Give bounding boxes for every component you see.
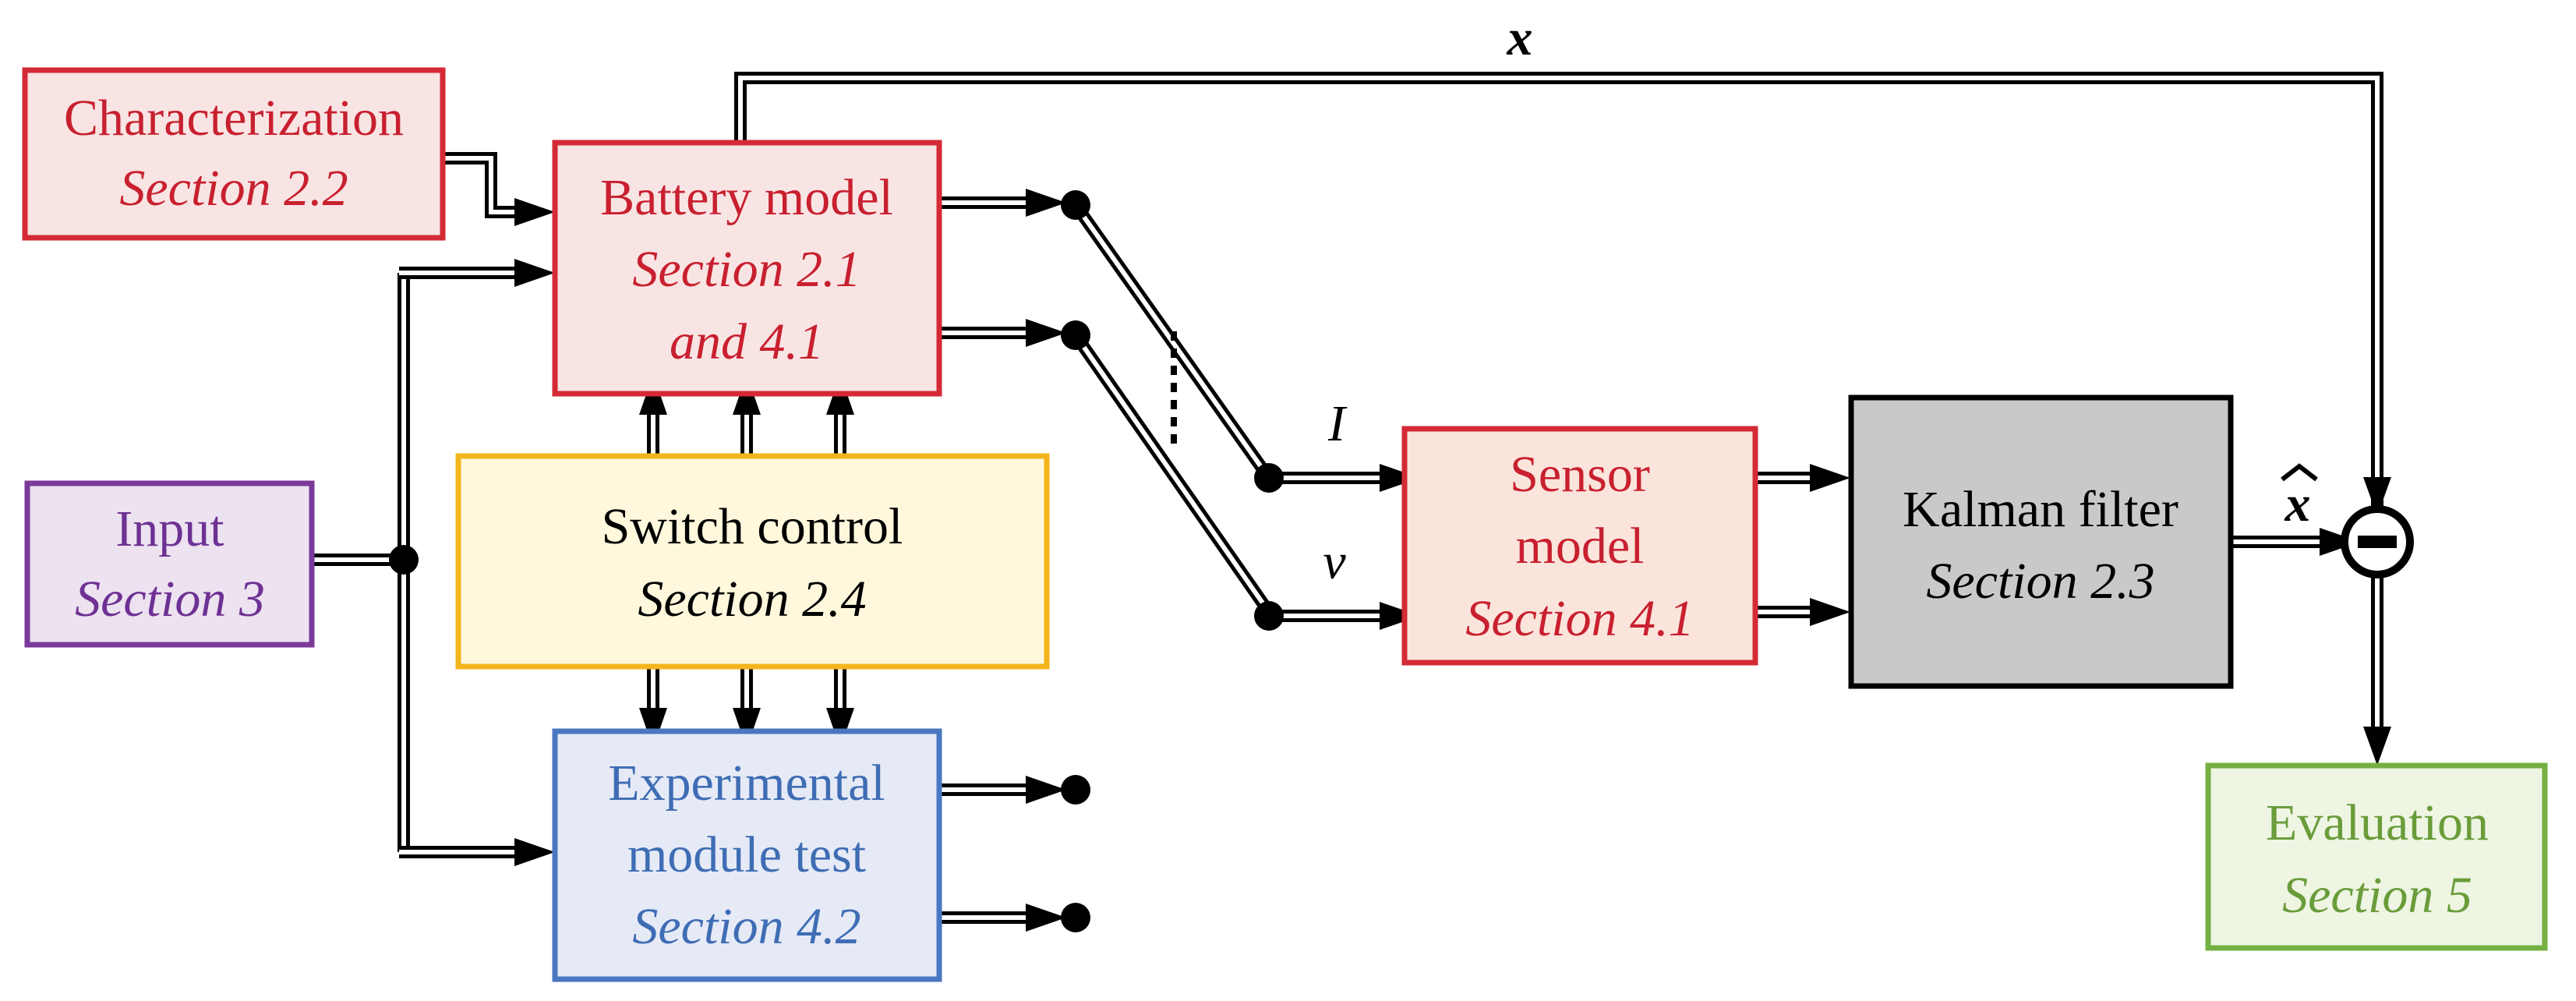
evaluation-block: Evaluation Section 5 bbox=[2205, 762, 2548, 951]
arrowhead bbox=[1810, 598, 1850, 626]
arrowhead bbox=[514, 838, 555, 866]
experimental-title: Experimental bbox=[608, 755, 885, 812]
connectors bbox=[312, 72, 2383, 924]
characterization-title: Characterization bbox=[64, 90, 404, 147]
switch-to-battery-lines bbox=[647, 413, 846, 456]
arrowhead bbox=[1026, 189, 1066, 217]
characterization-block: Characterization Section 2.2 bbox=[22, 67, 446, 241]
x-signal-label: x bbox=[1507, 9, 1533, 66]
input-junction-dot bbox=[389, 545, 419, 575]
arrowhead bbox=[1380, 464, 1420, 492]
characterization-to-battery-line bbox=[443, 152, 516, 218]
switch-contact-dot bbox=[1061, 320, 1090, 350]
arrowhead bbox=[2363, 477, 2391, 516]
input-section: Section 3 bbox=[75, 571, 265, 628]
battery-model-section: Section 2.1 bbox=[632, 241, 860, 298]
arrowhead bbox=[826, 708, 854, 748]
minus-icon bbox=[2358, 536, 2397, 548]
switch-to-experimental-lines bbox=[647, 667, 846, 711]
svg-text:x: x bbox=[2284, 476, 2311, 532]
comparator bbox=[2341, 505, 2414, 578]
kalman-filter-section: Section 2.3 bbox=[1926, 553, 2154, 610]
battery-output-lines bbox=[939, 196, 1027, 339]
experimental-output-lines bbox=[939, 783, 1027, 924]
switch-diagonal-lines bbox=[1070, 201, 1274, 616]
input-title: Input bbox=[115, 500, 224, 557]
experimental-output-dot bbox=[1061, 775, 1090, 805]
hat-icon bbox=[2281, 463, 2318, 482]
arrowhead bbox=[1026, 776, 1066, 804]
switch-contact-dot bbox=[1061, 190, 1090, 220]
sensor-to-kalman-lines bbox=[1755, 472, 1832, 618]
junction-dots bbox=[389, 190, 1284, 932]
experimental-section: Section 4.2 bbox=[632, 898, 860, 955]
arrowhead bbox=[2363, 727, 2391, 766]
characterization-section: Section 2.2 bbox=[119, 160, 348, 217]
kalman-filter-block: Kalman filter Section 2.3 bbox=[1848, 394, 2234, 689]
arrowhead bbox=[1810, 464, 1850, 492]
arrowhead bbox=[514, 198, 555, 226]
switch-control-block: Switch control Section 2.4 bbox=[455, 453, 1050, 670]
current-signal-label: I bbox=[1327, 395, 1348, 452]
switch-contact-dot bbox=[1254, 463, 1284, 493]
switch-control-section: Section 2.4 bbox=[638, 571, 866, 628]
sensor-model-title: Sensor bbox=[1510, 446, 1650, 503]
arrowhead bbox=[1026, 319, 1066, 347]
arrowhead bbox=[639, 708, 667, 748]
experimental-block: Experimental module test Section 4.2 bbox=[552, 728, 942, 982]
battery-model-block: Battery model Section 2.1 and 4.1 bbox=[552, 140, 942, 397]
x-hat-signal-label: x bbox=[2281, 463, 2318, 532]
switch-control-title: Switch control bbox=[602, 498, 903, 555]
input-block: Input Section 3 bbox=[24, 480, 315, 648]
voltage-signal-label: v bbox=[1323, 533, 1346, 590]
arrowhead bbox=[514, 259, 555, 287]
experimental-title-2: module test bbox=[627, 826, 866, 883]
kalman-filter-title: Kalman filter bbox=[1903, 481, 2178, 538]
experimental-output-dot bbox=[1061, 903, 1090, 932]
sensor-model-section: Section 4.1 bbox=[1465, 590, 1694, 647]
switch-contact-dot bbox=[1254, 601, 1284, 631]
battery-model-title: Battery model bbox=[600, 169, 893, 226]
sensor-model-block: Sensor model Section 4.1 bbox=[1401, 426, 1758, 666]
arrowheads bbox=[514, 189, 2391, 932]
arrowhead bbox=[733, 708, 761, 748]
battery-model-section-2: and 4.1 bbox=[670, 313, 824, 370]
arrowhead bbox=[1026, 904, 1066, 932]
arrowhead bbox=[2320, 528, 2360, 556]
x-feedback-line bbox=[734, 72, 2383, 507]
arrowhead bbox=[1380, 602, 1420, 630]
signal-lines-to-sensor bbox=[1269, 472, 1381, 622]
sensor-model-title-2: model bbox=[1516, 518, 1645, 575]
evaluation-section: Section 5 bbox=[2282, 867, 2472, 924]
evaluation-title: Evaluation bbox=[2266, 794, 2489, 851]
